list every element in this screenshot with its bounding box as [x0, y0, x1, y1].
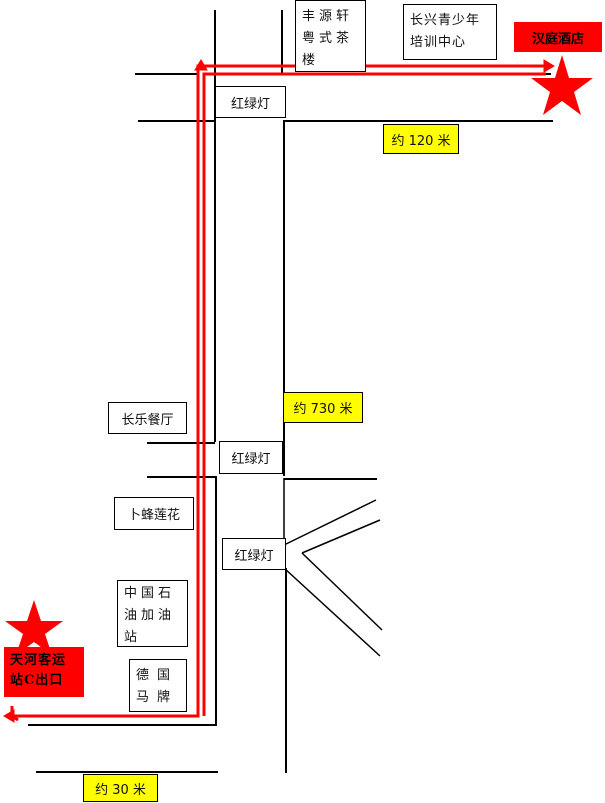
road-line	[283, 120, 553, 122]
road-line	[36, 771, 218, 773]
road-line	[285, 568, 287, 773]
landmark-changxing: 长兴青少年培训中心	[403, 4, 497, 60]
traffic-light-lower: 红绿灯	[222, 538, 286, 570]
arrow-left-icon	[3, 709, 15, 723]
arrow-right-icon	[543, 59, 555, 73]
destination-star-icon	[531, 55, 593, 115]
landmark-changle: 长乐餐厅	[108, 402, 187, 434]
origin-label: 天河客运站C出口	[4, 647, 84, 697]
distance-top: 约 120 米	[383, 124, 459, 154]
road-line	[135, 73, 199, 75]
road-line	[283, 121, 285, 476]
road-line	[281, 10, 283, 74]
traffic-light-middle: 红绿灯	[219, 441, 283, 474]
route-arrowheads	[3, 59, 555, 723]
destination-label: 汉庭酒店	[514, 22, 602, 52]
road-line	[147, 442, 215, 444]
traffic-light-top: 红绿灯	[215, 86, 286, 118]
landmark-bufeng: 卜蜂莲花	[114, 497, 194, 530]
arrow-up-icon	[194, 59, 208, 71]
road-line	[138, 120, 215, 122]
distance-bottom: 约 30 米	[83, 774, 158, 802]
distance-middle: 约 730 米	[283, 392, 363, 423]
diagonal-roads	[283, 478, 383, 657]
road-line	[284, 478, 377, 480]
landmark-fengyuanxuan: 丰源轩粤式茶楼	[295, 0, 366, 72]
road-line	[147, 476, 215, 478]
landmark-deguo: 德国马牌	[129, 659, 187, 712]
road-line	[215, 476, 217, 726]
route-line	[10, 64, 546, 722]
road-line	[214, 120, 216, 442]
landmark-sinopec: 中国石油加油站	[117, 580, 188, 647]
origin-star-icon	[5, 600, 63, 655]
road-line	[28, 724, 216, 726]
